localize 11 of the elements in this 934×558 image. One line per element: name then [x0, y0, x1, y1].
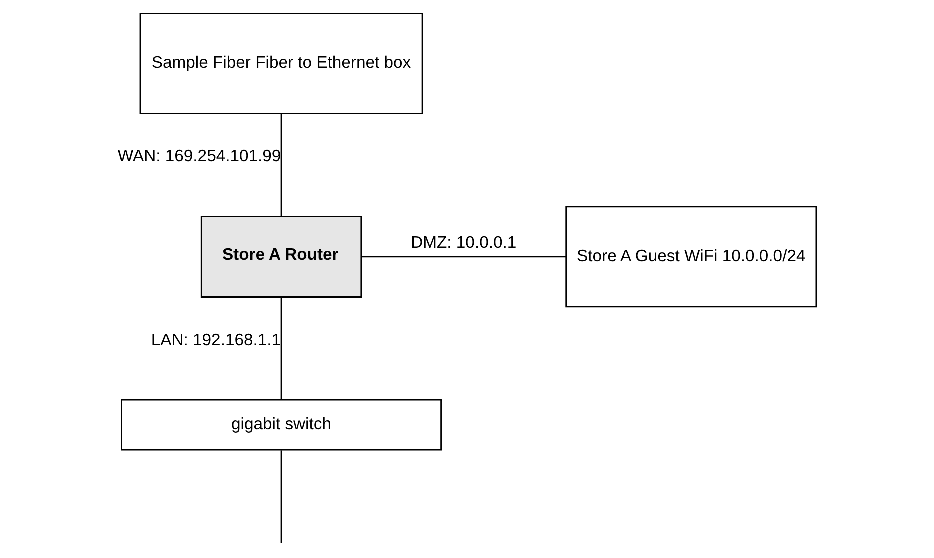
edge-label: LAN: 192.168.1.1 — [151, 330, 282, 350]
connector — [362, 256, 566, 258]
node-box: gigabit switch — [121, 399, 442, 451]
connector — [280, 298, 282, 400]
node-box: Sample Fiber Fiber to Ethernet box — [140, 13, 424, 115]
connector — [280, 114, 282, 216]
edge-label: WAN: 169.254.101.99 — [118, 146, 282, 166]
node-box: Store A Guest WiFi 10.0.0.0/24 — [566, 206, 818, 308]
node-box: Store A Router — [200, 216, 362, 298]
edge-label: DMZ: 10.0.0.1 — [411, 233, 517, 252]
connector — [280, 450, 282, 544]
